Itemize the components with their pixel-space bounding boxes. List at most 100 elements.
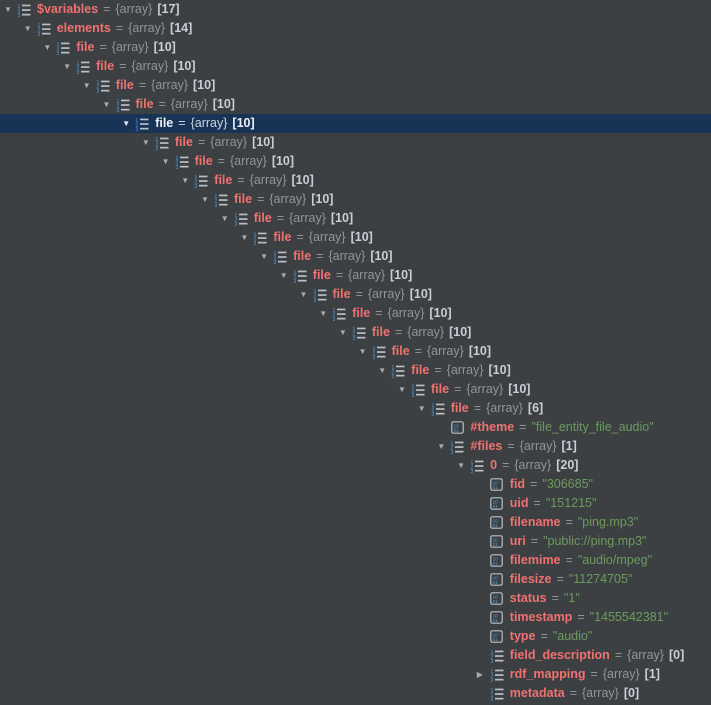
svg-text:3: 3 xyxy=(37,32,40,36)
variable-name: elements xyxy=(56,21,111,35)
equals-sign: = xyxy=(138,78,147,92)
chevron-down-icon[interactable]: ▼ xyxy=(82,81,91,90)
chevron-down-icon[interactable]: ▼ xyxy=(43,43,52,52)
svg-text:2: 2 xyxy=(274,255,277,261)
type-label: {array} xyxy=(407,325,445,339)
chevron-down-icon[interactable]: ▼ xyxy=(260,252,269,261)
equals-sign: = xyxy=(115,21,124,35)
chevron-down-icon[interactable]: ▼ xyxy=(398,385,406,394)
svg-text:1: 1 xyxy=(471,459,474,465)
svg-text:1: 1 xyxy=(116,98,119,104)
chevron-down-icon[interactable]: ▼ xyxy=(417,404,426,413)
equals-sign: = xyxy=(316,249,324,263)
svg-text:10: 10 xyxy=(493,613,499,618)
type-label: {array} xyxy=(519,439,557,453)
type-label: {array} xyxy=(170,97,208,111)
array-count: [10] xyxy=(232,116,255,130)
chevron-down-icon[interactable]: ▼ xyxy=(63,62,72,71)
chevron-down-icon[interactable]: ▼ xyxy=(201,195,209,204)
svg-text:2: 2 xyxy=(392,369,395,375)
chevron-down-icon[interactable]: ▼ xyxy=(358,347,367,356)
svg-text:1: 1 xyxy=(234,212,237,218)
chevron-down-icon[interactable]: ▼ xyxy=(23,24,32,33)
chevron-down-icon[interactable]: ▼ xyxy=(122,119,131,128)
svg-text:2: 2 xyxy=(451,445,454,451)
chevron-down-icon[interactable]: ▼ xyxy=(181,176,190,185)
array-count: [1] xyxy=(561,439,577,453)
type-label: {array} xyxy=(289,211,326,225)
array-count: [10] xyxy=(508,382,531,396)
chevron-down-icon[interactable]: ▼ xyxy=(4,5,12,14)
chevron-down-icon[interactable]: ▼ xyxy=(141,138,150,147)
chevron-down-icon[interactable]: ▼ xyxy=(437,442,446,451)
variable-value: "151215" xyxy=(545,496,597,510)
equals-sign: = xyxy=(577,610,585,624)
svg-text:3: 3 xyxy=(175,165,178,169)
svg-text:2: 2 xyxy=(490,654,493,660)
chevron-down-icon[interactable]: ▼ xyxy=(102,100,111,109)
svg-text:1: 1 xyxy=(215,193,218,199)
chevron-down-icon[interactable]: ▼ xyxy=(279,271,288,280)
array-count: [14] xyxy=(170,21,193,35)
chevron-down-icon[interactable]: ▼ xyxy=(457,461,466,470)
chevron-down-icon[interactable]: ▼ xyxy=(299,290,308,299)
svg-text:2: 2 xyxy=(136,122,139,128)
array-count: [10] xyxy=(468,344,492,358)
chevron-down-icon[interactable]: ▼ xyxy=(161,157,170,166)
chevron-down-icon[interactable]: ▼ xyxy=(338,328,347,337)
chevron-down-icon[interactable]: ▼ xyxy=(240,233,249,242)
chevron-right-icon[interactable]: ▶ xyxy=(476,670,483,679)
variable-name: filemime xyxy=(509,553,561,567)
variable-name: file xyxy=(431,382,450,396)
type-label: {array} xyxy=(115,2,153,16)
chevron-down-icon[interactable]: ▼ xyxy=(220,214,229,223)
chevron-down-icon[interactable]: ▼ xyxy=(319,309,328,318)
chevron-down-icon[interactable]: ▼ xyxy=(378,366,387,375)
svg-text:2: 2 xyxy=(18,8,21,14)
equals-sign: = xyxy=(355,287,363,301)
